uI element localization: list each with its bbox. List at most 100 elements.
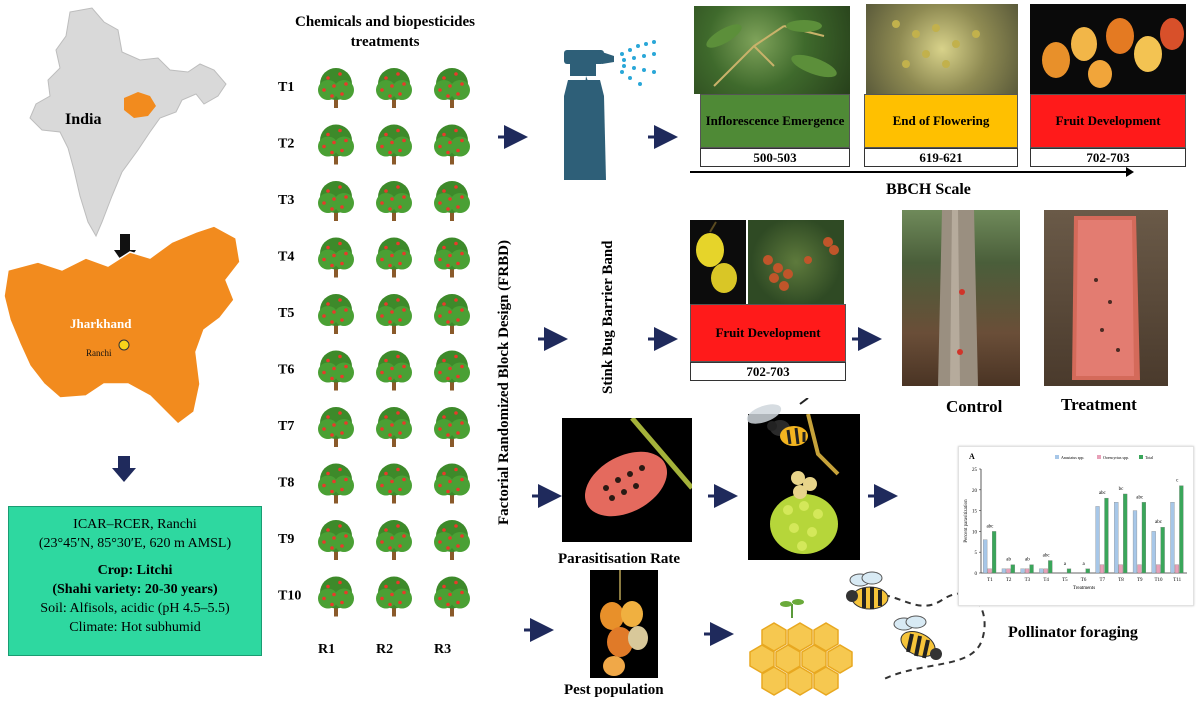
bar <box>1132 510 1138 574</box>
bar <box>1104 497 1109 574</box>
treatment-label: T10 <box>278 589 301 604</box>
bar <box>1066 568 1072 574</box>
x-tick-label: T3 <box>1025 578 1031 583</box>
significance-letter: a <box>1082 562 1085 567</box>
soil-label: Soil: Alfisols, acidic (pH 4.5–5.5) <box>40 601 230 616</box>
x-axis-label: Treatments <box>1073 586 1095 591</box>
litchi-tree-icon <box>376 294 412 334</box>
litchi-tree-icon <box>376 576 412 617</box>
bar <box>1156 564 1161 574</box>
bar <box>1039 568 1044 574</box>
x-tick-label: T6 <box>1081 578 1087 583</box>
ranchi-pin-icon <box>118 339 130 351</box>
bar <box>1170 502 1175 574</box>
x-tick-label: T10 <box>1154 578 1163 583</box>
jharkhand-map <box>3 225 240 425</box>
litchi-tree-icon <box>318 520 354 560</box>
bar <box>1085 568 1090 574</box>
bee-icon <box>846 571 889 610</box>
y-tick-label: 10 <box>972 530 978 535</box>
litchi-tree-icon <box>318 576 354 617</box>
control-label: Control <box>946 397 1003 416</box>
wasp-fruit-photo <box>748 414 860 560</box>
bar <box>1174 564 1179 574</box>
litchi-tree-icon <box>376 407 412 447</box>
x-tick-label: T2 <box>1006 578 1012 583</box>
bar <box>987 568 992 574</box>
india-label: India <box>65 111 101 128</box>
litchi-tree-icon <box>376 181 412 221</box>
bar <box>1043 568 1048 574</box>
bar <box>1095 506 1100 574</box>
y-tick-label: 25 <box>972 468 978 473</box>
inflorescence-photo <box>694 6 850 94</box>
significance-letter: abc <box>1043 554 1051 559</box>
pollinator-illustration <box>749 571 986 696</box>
litchi-tree-icon <box>376 463 412 504</box>
litchi-tree-icon <box>376 68 412 108</box>
litchi-tree-icon <box>376 237 412 278</box>
litchi-tree-icon <box>434 294 470 334</box>
bbch-scale-label: BBCH Scale <box>886 181 971 198</box>
treatment-label: T3 <box>278 193 294 208</box>
legend-swatch <box>1139 455 1143 459</box>
litchi-tree-icon <box>434 520 470 560</box>
treatments-title: Chemicals and biopesticides treatments <box>294 14 475 50</box>
treatment-label: T6 <box>278 363 294 378</box>
litchi-tree-icon <box>434 463 470 504</box>
barrier-band-label: Stink Bug Barrier Band <box>600 240 616 394</box>
site-coordinates: (23°45′N, 85°30′E, 620 m AMSL) <box>38 536 232 551</box>
pest-population-label: Pest population <box>564 682 664 698</box>
bar <box>1118 564 1123 574</box>
litchi-tree-icon <box>318 237 354 278</box>
ranchi-label: Ranchi <box>86 348 112 358</box>
significance-letter: abc <box>986 524 994 529</box>
y-tick-label: 0 <box>975 572 978 577</box>
rep-label: R2 <box>376 642 394 657</box>
legend-swatch <box>1097 455 1101 459</box>
stage-inflorescence: Inflorescence Emergence <box>700 94 850 148</box>
litchi-tree-icon <box>376 350 412 391</box>
litchi-tree-icon <box>434 181 470 221</box>
stage-end-of-flowering: End of Flowering <box>864 94 1018 148</box>
litchi-tree-icon <box>434 68 470 108</box>
bar <box>1048 560 1053 574</box>
climate-label: Climate: Hot subhumid <box>69 620 201 635</box>
pollinator-foraging-label: Pollinator foraging <box>1008 624 1138 641</box>
x-tick-label: T7 <box>1100 578 1106 583</box>
litchi-tree-icon <box>376 520 412 560</box>
fruit-development-photo <box>1030 4 1186 94</box>
y-tick-label: 15 <box>972 510 978 515</box>
litchi-tree-icon <box>318 124 354 165</box>
litchi-tree-icon <box>434 124 470 165</box>
litchi-tree-icon <box>434 237 470 278</box>
bar <box>983 539 988 574</box>
india-jharkhand-highlight <box>124 92 156 118</box>
band-stage-code: 702-703 <box>690 362 846 381</box>
significance-letter: a <box>1064 562 1067 567</box>
stage-code: 500-503 <box>700 148 850 167</box>
x-tick-label: T9 <box>1137 578 1143 583</box>
litchi-tree-icon <box>318 350 354 391</box>
treatment-label: T9 <box>278 532 294 547</box>
stage-code: 702-703 <box>1030 148 1186 167</box>
bee-icon <box>893 615 942 660</box>
rep-label: R3 <box>434 642 452 657</box>
litchi-tree-icon <box>318 294 354 334</box>
bar <box>1160 527 1165 574</box>
litchi-tree-icon <box>318 68 354 108</box>
litchi-tree-icon <box>434 576 470 617</box>
rep-label: R1 <box>318 642 336 657</box>
bar <box>1151 531 1156 574</box>
map-panel: India Jharkhand Ranchi <box>3 7 240 482</box>
bar <box>1099 564 1105 574</box>
bar <box>1141 502 1146 574</box>
significance-letter: abc <box>1099 491 1107 496</box>
significance-letter: abc <box>1136 495 1144 500</box>
parasitisation-label: Parasitisation Rate <box>558 551 681 567</box>
bar <box>1025 568 1030 574</box>
treatment-label: T4 <box>278 250 294 265</box>
litchi-tree-icon <box>318 463 354 504</box>
